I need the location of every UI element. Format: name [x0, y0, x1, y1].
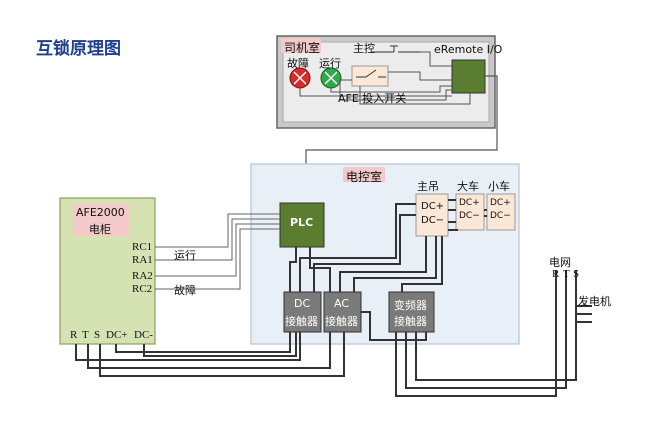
terminal-rc1: RC1 [132, 241, 153, 253]
trolley-big-label: 大车 [457, 180, 479, 193]
power-wiring [75, 199, 592, 397]
eremote-label: eRemote I/O [434, 43, 503, 56]
terminal-s: S [94, 329, 101, 341]
terminal-dc-minus: DC- [134, 329, 153, 341]
terminal-t: T [82, 329, 89, 341]
dc-contactor-line1: DC [294, 297, 311, 310]
terminal-ra2: RA2 [132, 270, 153, 282]
plc-label: PLC [290, 216, 314, 229]
main-hoist-label: 主吊 [417, 180, 439, 193]
trolley-big-dc-plus: DC+ [459, 198, 480, 208]
page-title: 互锁原理图 [36, 39, 121, 59]
ac-contactor-box [323, 291, 362, 333]
grid-label: 电网 [549, 256, 571, 269]
run-label: 运行 [319, 57, 341, 70]
ac-contactor-line2: 接触器 [325, 315, 358, 328]
trolley-big-dc-box [455, 193, 485, 231]
trolley-small-label: 小车 [488, 180, 510, 193]
ac-contactor-line1: AC [334, 297, 350, 310]
afe-switch-label: AFE 投入开关 [338, 92, 407, 105]
fault-lamp-cross [293, 71, 307, 85]
run-lamp-cross [324, 71, 338, 85]
inverter-contactor-line1: 变频器 [394, 299, 427, 312]
grid-phase-s: S [573, 268, 580, 280]
afe-switch-box [351, 65, 389, 87]
afe-switch-symbol [356, 69, 386, 78]
afe-cabinet-subtitle: 电柜 [89, 223, 111, 236]
terminal-rc2: RC2 [132, 283, 153, 295]
fault-signal-label: 故障 [174, 284, 196, 297]
dc-contactor-line2: 接触器 [285, 315, 318, 328]
eremote-box [451, 59, 486, 94]
signal-wiring [155, 213, 280, 290]
trolley-small-dc-plus: DC+ [490, 198, 511, 208]
trolley-small-dc-box [486, 193, 516, 231]
control-room-label: 电控室 [346, 170, 383, 184]
driver-cab-label-bg [281, 38, 321, 53]
inverter-contactor-line2: 接触器 [394, 315, 427, 328]
main-control-switch [372, 45, 420, 53]
terminal-dc-plus: DC+ [106, 329, 128, 341]
cab-wiring [299, 51, 471, 105]
main-hoist-dc-box [415, 193, 449, 237]
grid-phase-t: T [563, 268, 570, 280]
afe-cabinet-title: AFE2000 [76, 206, 125, 219]
fault-label: 故障 [287, 57, 309, 70]
terminal-r: R [70, 329, 78, 341]
main-hoist-dc-minus: DC− [421, 215, 445, 226]
dc-contactor-box [283, 291, 322, 333]
trolley-big-dc-minus: DC− [459, 211, 480, 221]
plc-box [279, 202, 325, 248]
control-room-label-bg [343, 167, 385, 182]
run-signal-label: 运行 [174, 249, 196, 262]
afe-cabinet-label-bg [73, 204, 129, 236]
main-control-label: 主控 [353, 42, 375, 55]
trolley-small-dc-minus: DC− [490, 211, 511, 221]
grid-phase-r: R [552, 268, 560, 280]
inverter-contactor-box [388, 291, 435, 333]
driver-cab-label: 司机室 [284, 41, 321, 55]
generator-label: 发电机 [578, 295, 611, 308]
main-hoist-dc-plus: DC+ [421, 201, 445, 212]
terminal-ra1: RA1 [132, 254, 153, 266]
